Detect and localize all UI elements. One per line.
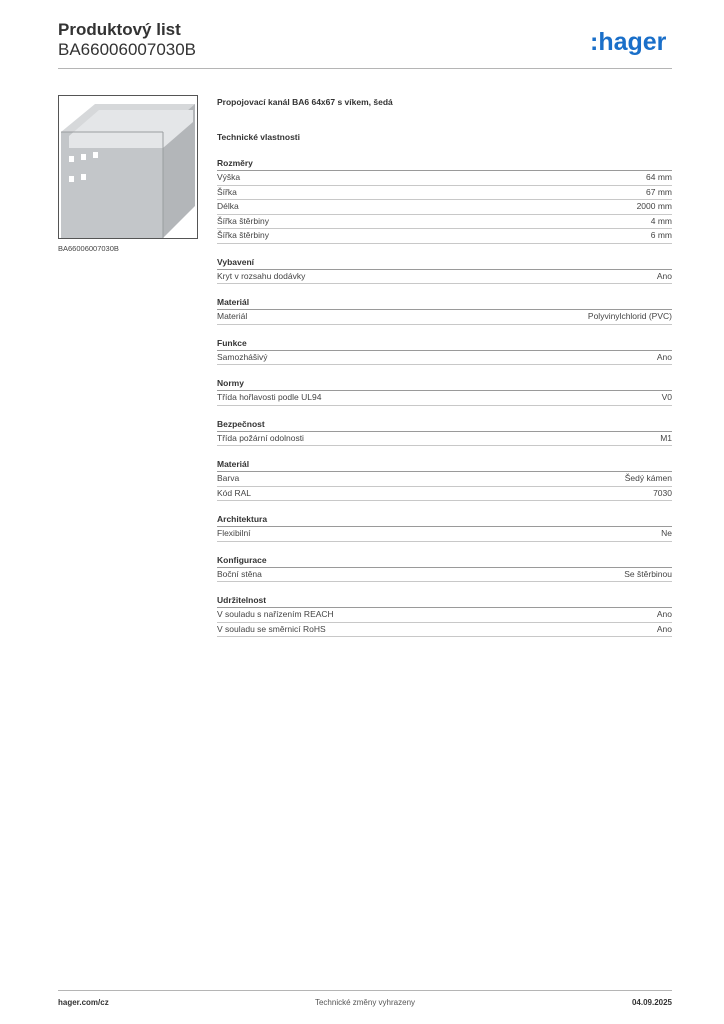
property-label: Šířka <box>217 186 237 197</box>
section-heading: Funkce <box>217 337 672 351</box>
property-row: Barva Šedý kámen <box>217 472 672 487</box>
property-value: V0 <box>661 392 672 402</box>
section-heading: Architektura <box>217 513 672 527</box>
section-heading: Materiál <box>217 296 672 310</box>
property-label: Flexibilní <box>217 528 251 538</box>
property-row: Šířka štěrbiny 4 mm <box>217 215 672 229</box>
property-value: Ano <box>656 351 672 362</box>
document-header: Produktový list BA66006007030B <box>58 20 196 60</box>
property-value: 6 mm <box>650 230 672 240</box>
property-value: 7030 <box>653 487 672 498</box>
property-row: Výška 64 mm <box>217 171 672 186</box>
property-label: V souladu se směrnicí RoHS <box>217 623 326 634</box>
property-value: Ano <box>656 609 672 619</box>
property-label: Šířka štěrbiny <box>217 230 269 240</box>
property-row: Délka 2000 mm <box>217 200 672 215</box>
property-label: V souladu s nařízením REACH <box>217 609 334 619</box>
property-value: Se štěrbinou <box>624 568 672 579</box>
hager-logo: :hager <box>590 28 672 58</box>
property-value: Ne <box>661 528 672 538</box>
property-label: Třída požární odolnosti <box>217 432 304 443</box>
property-value: Ano <box>656 270 672 281</box>
property-row: V souladu s nařízením REACH Ano <box>217 608 672 623</box>
section-heading: Normy <box>217 377 672 391</box>
property-value: Šedý kámen <box>624 473 672 483</box>
property-value: 4 mm <box>650 215 672 226</box>
property-value: 64 mm <box>646 172 672 182</box>
property-value: Polyvinylchlorid (PVC) <box>587 311 672 321</box>
section-heading: Udržitelnost <box>217 594 672 608</box>
footer-divider <box>58 990 672 991</box>
property-label: Výška <box>217 172 241 182</box>
property-label: Kryt v rozsahu dodávky <box>217 270 306 281</box>
property-row: Třída požární odolnosti M1 <box>217 432 672 446</box>
property-value: 2000 mm <box>636 201 672 211</box>
footer-date: 04.09.2025 <box>631 998 672 1007</box>
property-label: Kód RAL <box>217 487 252 498</box>
property-row: Samozhášivý Ano <box>217 351 672 365</box>
property-label: Barva <box>217 473 240 483</box>
product-details: Propojovací kanál BA6 64x67 s víkem, šed… <box>217 96 672 637</box>
image-caption: BA66006007030B <box>58 244 119 253</box>
property-row: Šířka 67 mm <box>217 186 672 200</box>
section-heading: Materiál <box>217 458 672 472</box>
product-code: BA66006007030B <box>58 40 197 59</box>
section-heading: Bezpečnost <box>217 418 672 432</box>
technical-properties-title: Technické vlastnosti <box>217 132 300 142</box>
property-row: Třída hořlavosti podle UL94 V0 <box>217 391 672 406</box>
property-row: Šířka štěrbiny 6 mm <box>217 229 672 244</box>
section-heading: Konfigurace <box>217 554 672 568</box>
footer-website[interactable]: hager.com/cz <box>58 998 109 1007</box>
property-row: V souladu se směrnicí RoHS Ano <box>217 623 672 637</box>
product-image <box>58 95 198 239</box>
property-row: Flexibilní Ne <box>217 527 672 542</box>
property-label: Šířka štěrbiny <box>217 215 269 226</box>
section-heading: Rozměry <box>217 157 672 171</box>
property-row: Boční stěna Se štěrbinou <box>217 568 672 582</box>
property-row: Kód RAL 7030 <box>217 487 672 501</box>
property-value: 67 mm <box>646 186 672 197</box>
header-divider <box>58 68 672 69</box>
hager-logo-text: :hager <box>590 28 667 56</box>
property-value: M1 <box>660 432 672 443</box>
property-row: Materiál Polyvinylchlorid (PVC) <box>217 310 672 325</box>
property-value: Ano <box>656 623 672 634</box>
property-label: Samozhášivý <box>217 351 268 362</box>
property-label: Třída hořlavosti podle UL94 <box>217 392 322 402</box>
property-label: Délka <box>217 201 239 211</box>
footer-notice: Technické změny vyhrazeny <box>314 998 416 1007</box>
property-label: Materiál <box>217 311 248 321</box>
property-label: Boční stěna <box>217 568 262 579</box>
property-row: Kryt v rozsahu dodávky Ano <box>217 270 672 284</box>
document-title: Produktový list <box>58 20 181 39</box>
product-name: Propojovací kanál BA6 64x67 s víkem, šed… <box>217 97 393 107</box>
section-heading: Vybavení <box>217 256 672 270</box>
